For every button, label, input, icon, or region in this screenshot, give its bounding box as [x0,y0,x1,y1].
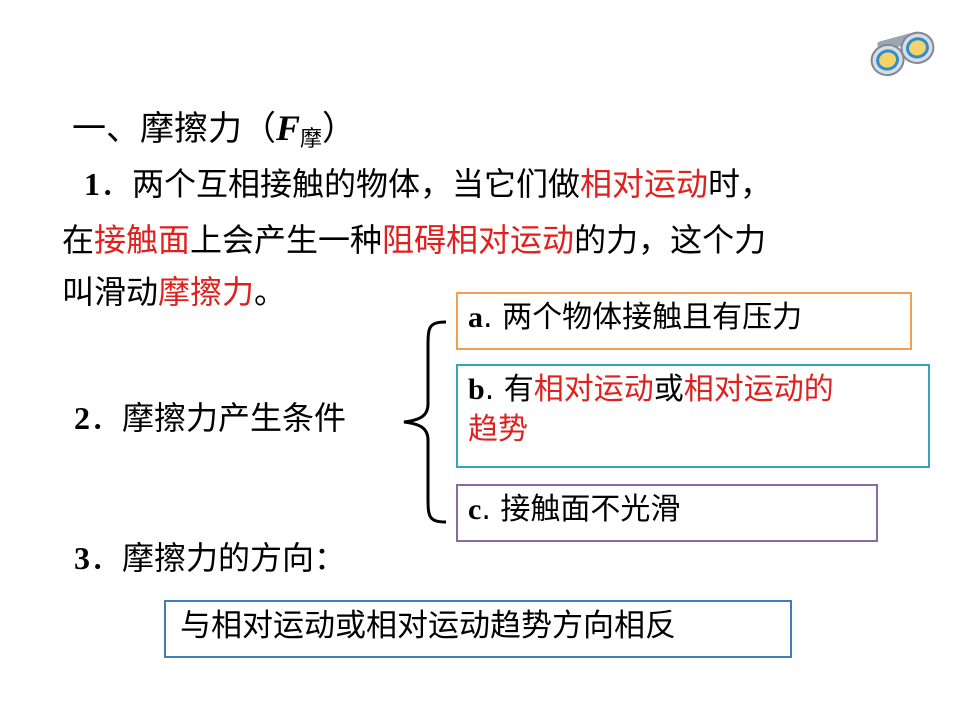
condition-b-box: b. 有相对运动或相对运动的趋势 [456,364,930,468]
conditions-heading: 2．摩擦力产生条件 [74,399,347,437]
condition-a-box: a. 两个物体接触且有压力 [456,292,912,350]
curly-brace [403,320,447,524]
definition-line-1: 1．两个互相接触的物体，当它们做相对运动时， [84,165,773,203]
force-symbol: F [276,108,301,148]
force-subscript: 摩 [300,127,323,152]
definition-line-3: 叫滑动摩擦力。 [62,273,287,311]
direction-answer-box: 与相对运动或相对运动趋势方向相反 [164,600,792,658]
page-title: 一、摩擦力（F摩） [72,108,357,152]
direction-heading: 3．摩擦力的方向： [74,539,347,577]
condition-c-box: c. 接触面不光滑 [456,484,878,542]
binoculars-icon [870,31,935,77]
definition-line-2: 在接触面上会产生一种阻碍相对运动的力，这个力 [62,221,767,259]
